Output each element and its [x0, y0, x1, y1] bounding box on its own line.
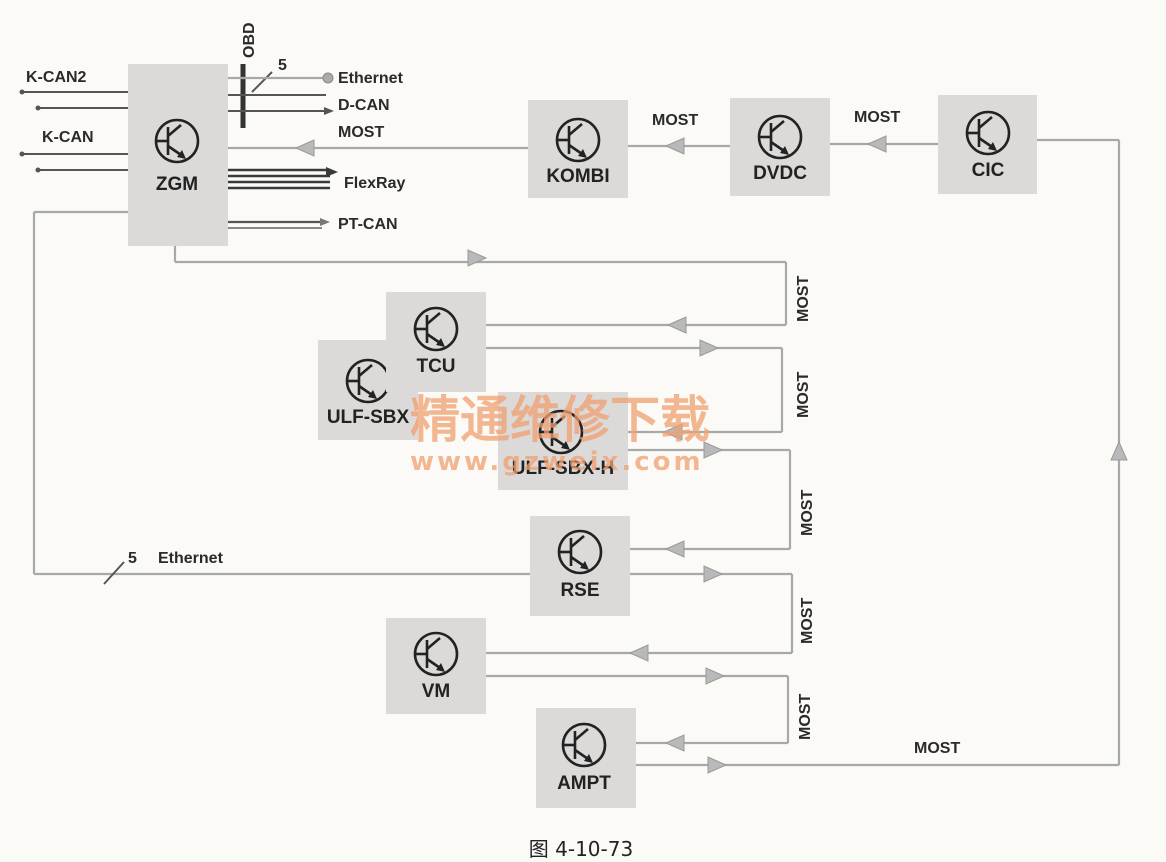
label-obd: OBD [241, 22, 258, 58]
label-obd-count: 5 [278, 57, 287, 74]
label-most-right-3: MOST [799, 490, 816, 536]
label-ethernet-rse-count: 5 [128, 550, 137, 567]
label-ethernet: Ethernet [338, 70, 404, 87]
ecu-label: KOMBI [546, 166, 609, 187]
label-k-can2: K-CAN2 [26, 69, 87, 86]
ecu-ampt: AMPT [536, 708, 636, 808]
ecu-tcu: TCU [386, 292, 486, 392]
ecu-label: RSE [560, 580, 599, 601]
figure-caption: 图 4-10-73 [529, 837, 633, 861]
ecu-vm: VM [386, 618, 486, 714]
zgm-output-wires [228, 64, 338, 229]
label-most-right-1: MOST [795, 276, 812, 322]
watermark-line2: www.gzweix.com [410, 447, 704, 477]
label-pt-can: PT-CAN [338, 216, 398, 233]
ecu-label: TCU [416, 356, 455, 377]
label-most-bottom: MOST [914, 740, 960, 757]
label-most-kombi-dvdc: MOST [652, 112, 698, 129]
ecu-label: DVDC [753, 163, 807, 184]
label-d-can: D-CAN [338, 97, 390, 114]
label-flexray: FlexRay [344, 175, 405, 192]
label-ethernet-rse: Ethernet [158, 550, 224, 567]
zgm-input-wires [19, 89, 128, 173]
most-ring [173, 135, 1128, 774]
ecu-label: CIC [972, 160, 1005, 181]
ecu-label: AMPT [557, 773, 611, 794]
ecu-label: ZGM [156, 174, 198, 195]
label-most-dvdc-cic: MOST [854, 109, 900, 126]
label-most-right-4: MOST [799, 598, 816, 644]
ecu-label: ULF-SBX [327, 407, 410, 428]
watermark: 精通维修下载 www.gzweix.com [410, 391, 710, 477]
ecu-kombi: KOMBI [528, 100, 628, 198]
ecu-cic: CIC [938, 95, 1037, 194]
label-k-can: K-CAN [42, 129, 94, 146]
ecu-dvdc: DVDC [730, 98, 830, 196]
ecu-label: ULF-SBX-H [512, 458, 614, 479]
ethernet-rse-line [32, 210, 530, 585]
ecu-rse: RSE [530, 516, 630, 616]
ecu-label: VM [422, 681, 451, 702]
label-most-right-2: MOST [795, 372, 812, 418]
label-most-right-5: MOST [797, 694, 814, 740]
ecu-ulf-sbx-h: ULF-SBX-H [498, 392, 628, 490]
watermark-line1: 精通维修下载 [410, 391, 710, 449]
ecu-zgm: ZGM [128, 64, 228, 246]
bus-labels: K-CAN2 K-CAN OBD 5 Ethernet D-CAN MOST F… [26, 22, 960, 757]
label-most-zgm: MOST [338, 124, 384, 141]
